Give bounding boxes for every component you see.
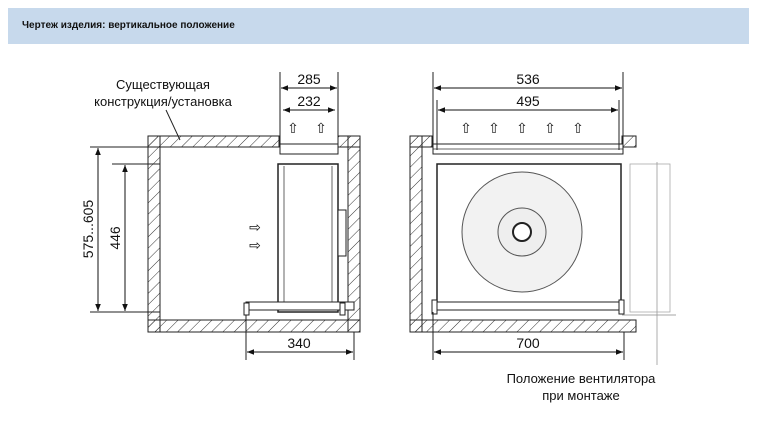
airflow-up-arrow-icon: ⇧ <box>315 120 327 136</box>
dim-label-340: 340 <box>287 335 311 351</box>
top-flange <box>279 143 339 155</box>
left-top-wall <box>147 135 280 148</box>
rail-foot <box>339 302 346 316</box>
left-floor <box>147 319 361 333</box>
fan-position-label-1: Положение вентилятора <box>507 371 657 386</box>
side-view: 285 232 ⇧ ⇧ ⇨ ⇨ 575...605 446 340 Сущест… <box>80 71 361 360</box>
dim-label-446: 446 <box>107 226 123 250</box>
header-bar: Чертеж изделия: вертикальное положение <box>8 8 749 44</box>
fan-housing-side <box>277 163 339 313</box>
airflow-up-arrow-icon: ⇧ <box>460 120 472 136</box>
airflow-up-arrow-icon: ⇧ <box>516 120 528 136</box>
airflow-right-arrow-icon: ⇨ <box>249 237 261 253</box>
dim-label-536: 536 <box>516 71 540 87</box>
dim-label-495: 495 <box>516 93 540 109</box>
installation-position-outline <box>629 163 671 313</box>
airflow-up-arrow-icon: ⇧ <box>544 120 556 136</box>
existing-structure-label-2: конструкция/установка <box>94 94 233 109</box>
rail-foot <box>431 299 438 315</box>
rail-foot <box>618 299 625 315</box>
header-title: Чертеж изделия: вертикальное положение <box>22 20 235 31</box>
service-handle <box>337 209 347 257</box>
front-view: 536 495 ⇧ ⇧ ⇧ ⇧ ⇧ 700 Положение вентилят… <box>409 71 676 403</box>
mounting-rail-front <box>432 301 624 311</box>
fan-position-label-2: при монтаже <box>542 388 619 403</box>
right-floor <box>409 319 637 333</box>
existing-structure-label-1: Существующая <box>116 77 210 92</box>
left-outer-wall <box>147 135 161 333</box>
callout-leader <box>165 109 181 141</box>
right-outer-wall-left <box>409 135 423 333</box>
dim-label-232: 232 <box>297 93 321 109</box>
mounting-rail <box>245 301 355 311</box>
dim-label-700: 700 <box>516 335 540 351</box>
rail-foot <box>243 302 250 316</box>
motor-shaft-icon <box>512 222 532 242</box>
dim-label-285: 285 <box>297 71 321 87</box>
dim-label-575-605: 575...605 <box>80 200 96 259</box>
airflow-up-arrow-icon: ⇧ <box>572 120 584 136</box>
airflow-up-arrow-icon: ⇧ <box>488 120 500 136</box>
airflow-up-arrow-icon: ⇧ <box>287 120 299 136</box>
right-top-wall-right <box>621 135 637 148</box>
airflow-right-arrow-icon: ⇨ <box>249 219 261 235</box>
